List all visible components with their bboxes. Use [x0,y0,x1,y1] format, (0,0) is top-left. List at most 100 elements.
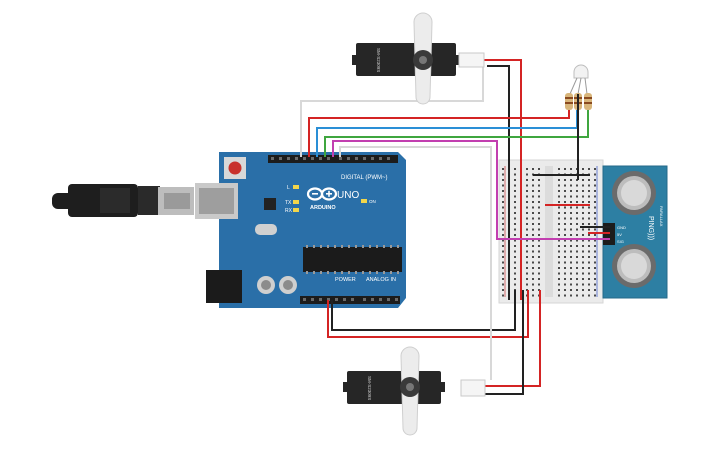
breadboard-hole [502,267,504,269]
breadboard-hole [582,206,584,209]
breadboard-hole [564,245,566,247]
breadboard-hole [564,190,566,192]
breadboard-hole [538,212,540,214]
breadboard-hole [514,228,516,231]
breadboard-hole [570,261,572,264]
breadboard-hole [594,223,596,225]
breadboard-hole [570,223,572,225]
sensor-pin-sig: SIG [617,239,624,244]
breadboard-hole [526,234,528,236]
breadboard-hole [582,195,584,198]
breadboard-hole [582,261,584,264]
breadboard-hole [538,217,540,220]
breadboard-hole [564,228,566,231]
breadboard-hole [576,223,578,225]
breadboard-hole [502,256,504,258]
breadboard-hole [532,217,534,220]
breadboard-hole [570,184,572,187]
breadboard-hole [588,272,590,275]
breadboard-hole [582,234,584,236]
breadboard-hole [588,223,590,225]
breadboard-hole [558,195,560,198]
breadboard-hole [588,239,590,242]
breadboard-hole [502,278,504,280]
wire-black-servo-bottom [485,290,524,395]
breadboard-hole [570,294,572,297]
breadboard-hole [532,278,534,280]
breadboard-hole [538,267,540,269]
breadboard-hole [570,190,572,192]
breadboard-hole [588,261,590,264]
breadboard-hole [538,234,540,236]
wire-red-servo-top [474,59,522,300]
breadboard-hole [502,173,504,176]
breadboard-hole [514,195,516,198]
breadboard-hole [594,184,596,187]
breadboard-hole [538,245,540,247]
on-label: ON [369,199,376,204]
breadboard-hole [582,228,584,231]
breadboard-hole [582,250,584,253]
breadboard-hole [538,250,540,253]
breadboard-hole [514,283,516,286]
breadboard-hole [564,272,566,275]
breadboard-hole [532,168,534,170]
wire-red-led [308,110,570,157]
breadboard-hole [594,228,596,231]
breadboard-hole [576,245,578,247]
breadboard-hole [594,272,596,275]
breadboard-hole [514,206,516,209]
breadboard-hole [582,294,584,297]
breadboard-hole [502,179,504,181]
breadboard-hole [564,184,566,187]
breadboard-hole [570,168,572,170]
breadboard-hole [538,195,540,198]
rx-label: RX [285,208,293,214]
breadboard-hole [532,267,534,269]
breadboard-hole [532,272,534,275]
rgb-led [569,64,589,95]
breadboard-hole [594,217,596,220]
breadboard-hole [538,190,540,192]
breadboard-hole [538,206,540,209]
breadboard-hole [558,201,560,203]
breadboard-hole [558,261,560,264]
breadboard-hole [594,190,596,192]
breadboard-hole [502,250,504,253]
breadboard-hole [502,272,504,275]
breadboard-hole [570,217,572,220]
led-rx [293,208,299,212]
breadboard-hole [594,195,596,198]
breadboard-hole [576,228,578,231]
breadboard-hole [538,184,540,187]
breadboard-hole [582,190,584,192]
breadboard-hole [526,228,528,231]
breadboard-hole [570,234,572,236]
breadboard-hole [576,201,578,203]
breadboard-hole [594,234,596,236]
breadboard-hole [570,267,572,269]
breadboard-hole [532,294,534,297]
breadboard-hole [576,256,578,258]
breadboard-hole [538,283,540,286]
breadboard-hole [564,256,566,258]
sensor-pin-5v: 5V [617,232,622,237]
breadboard-hole [558,239,560,242]
breadboard-hole [532,261,534,264]
breadboard-hole [526,250,528,253]
breadboard-hole [514,250,516,253]
breadboard-hole [564,234,566,236]
breadboard-hole [526,245,528,247]
breadboard-hole [558,223,560,225]
breadboard-hole [502,223,504,225]
servo-top: SM-S2309S [352,12,485,105]
breadboard-hole [514,245,516,247]
led-l [293,185,299,189]
breadboard-hole [594,283,596,286]
wire-white-top [300,66,484,157]
breadboard-hole [594,201,596,203]
breadboard-hole [526,206,528,209]
breadboard-hole [588,283,590,286]
breadboard-hole [502,190,504,192]
